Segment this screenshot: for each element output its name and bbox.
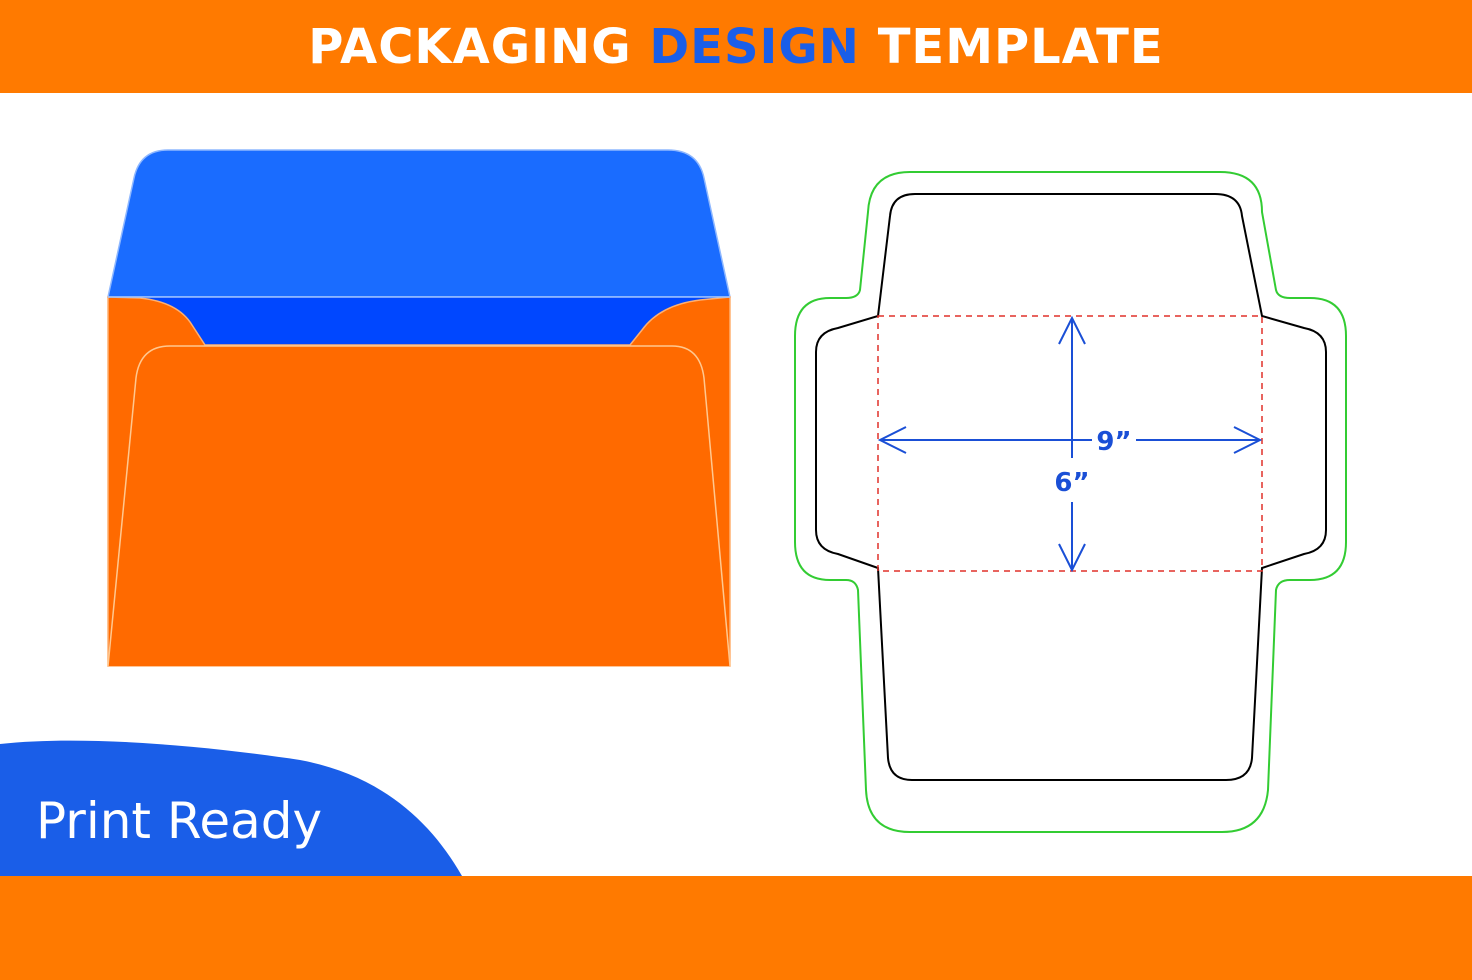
fold-line	[877, 315, 1263, 572]
header-banner: PACKAGING DESIGN TEMPLATE	[0, 0, 1472, 93]
width-dimension-label: 9”	[1096, 427, 1131, 457]
envelope-top-flap	[107, 149, 731, 298]
footer-banner	[0, 876, 1472, 980]
envelope-mockup	[107, 149, 731, 667]
bleed-line	[794, 171, 1347, 833]
page-title: PACKAGING DESIGN TEMPLATE	[308, 19, 1163, 75]
cut-line	[815, 193, 1327, 781]
envelope-dieline: 9” 6”	[794, 171, 1347, 833]
title-word-design: DESIGN	[649, 18, 860, 75]
title-word-packaging: PACKAGING	[308, 18, 632, 75]
title-word-template: TEMPLATE	[877, 18, 1164, 75]
print-ready-label: Print Ready	[36, 792, 323, 850]
height-dimension-label: 6”	[1054, 468, 1089, 498]
height-dimension-arrow	[1058, 315, 1086, 573]
envelope-front-panel	[107, 345, 731, 667]
width-dimension-arrow	[877, 426, 1263, 454]
print-ready-wave	[0, 740, 462, 876]
